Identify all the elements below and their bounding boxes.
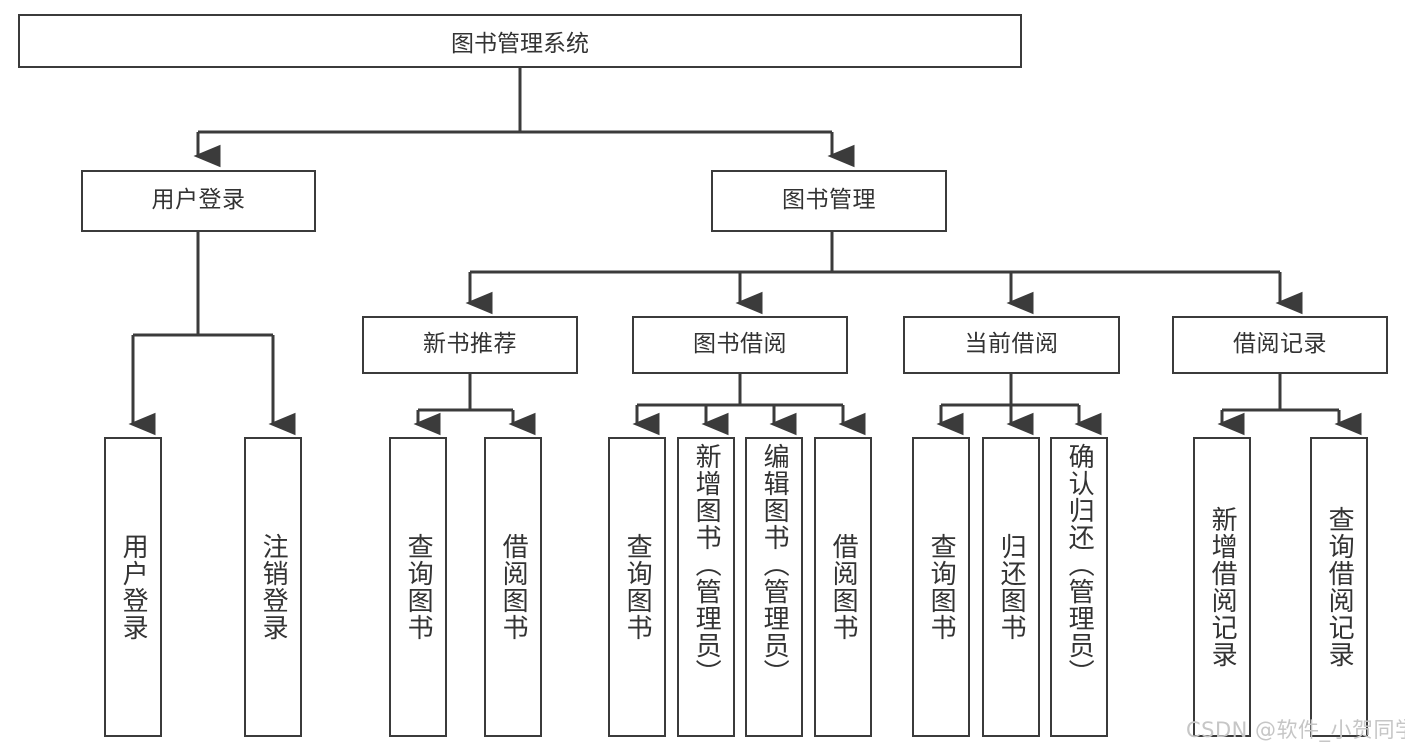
leaf-label: 借阅图书	[498, 533, 529, 641]
node-new-book-recommend[interactable]: 新书推荐	[362, 316, 578, 374]
node-current-borrow[interactable]: 当前借阅	[903, 316, 1120, 374]
node-label: 图书借阅	[693, 331, 787, 358]
leaf-book-borrow-borrow[interactable]: 借阅图书	[814, 437, 872, 737]
leaf-book-borrow-add[interactable]: 新增图书（管理员）	[677, 437, 735, 737]
csdn-watermark: CSDN @软件_小贺同学	[1186, 718, 1405, 742]
leaf-borrow-record-query[interactable]: 查询借阅记录	[1310, 437, 1368, 737]
leaf-label: 查询图书	[622, 533, 653, 641]
node-label: 用户登录	[151, 187, 246, 214]
leaf-label: 新增图书（管理员）	[691, 443, 722, 686]
leaf-label: 借阅图书	[828, 533, 859, 641]
leaf-label: 用户登录	[118, 533, 149, 641]
leaf-label: 查询图书	[926, 533, 957, 641]
leaf-book-borrow-edit[interactable]: 编辑图书（管理员）	[745, 437, 803, 737]
leaf-label: 查询图书	[403, 533, 434, 641]
leaf-new-book-query[interactable]: 查询图书	[389, 437, 447, 737]
node-label: 当前借阅	[964, 331, 1059, 358]
node-label: 图书管理系统	[451, 31, 589, 57]
node-borrow-record[interactable]: 借阅记录	[1172, 316, 1388, 374]
node-book-management-system[interactable]: 图书管理系统	[18, 14, 1022, 68]
node-book-management[interactable]: 图书管理	[711, 170, 947, 232]
leaf-borrow-record-add[interactable]: 新增借阅记录	[1193, 437, 1251, 737]
leaf-new-book-borrow[interactable]: 借阅图书	[484, 437, 542, 737]
leaf-label: 查询借阅记录	[1324, 506, 1355, 668]
leaf-current-borrow-return[interactable]: 归还图书	[982, 437, 1040, 737]
node-label: 图书管理	[782, 187, 876, 214]
leaf-label: 确认归还（管理员）	[1064, 443, 1095, 686]
leaf-label: 注销登录	[258, 533, 289, 641]
leaf-user-login-logout[interactable]: 注销登录	[244, 437, 302, 737]
leaf-book-borrow-query[interactable]: 查询图书	[608, 437, 666, 737]
node-label: 借阅记录	[1233, 331, 1327, 358]
leaf-label: 编辑图书（管理员）	[759, 443, 790, 686]
leaf-label: 归还图书	[996, 533, 1027, 641]
leaf-user-login-login[interactable]: 用户登录	[104, 437, 162, 737]
leaf-current-borrow-confirm[interactable]: 确认归还（管理员）	[1050, 437, 1108, 737]
leaf-label: 新增借阅记录	[1207, 506, 1238, 668]
node-label: 新书推荐	[423, 331, 517, 358]
node-book-borrow[interactable]: 图书借阅	[632, 316, 848, 374]
leaf-current-borrow-query[interactable]: 查询图书	[912, 437, 970, 737]
node-user-login[interactable]: 用户登录	[81, 170, 316, 232]
